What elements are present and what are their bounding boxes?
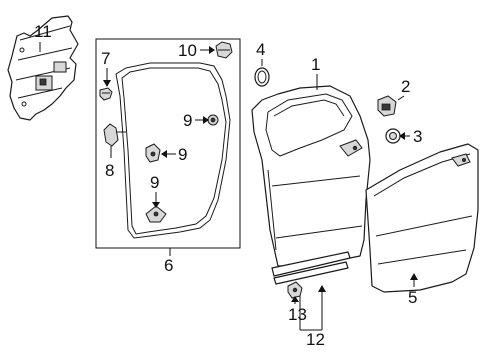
part-2-bracket	[377, 95, 397, 117]
part-5-outer-skin	[365, 143, 479, 293]
leader-2	[397, 95, 405, 101]
callout-7: 7	[101, 49, 110, 68]
group-frame-6	[95, 38, 241, 249]
callout-11: 11	[34, 22, 52, 41]
callout-2: 2	[401, 77, 410, 96]
callout-3: 3	[413, 127, 422, 146]
part-8-grommet	[103, 123, 126, 147]
part-9-clip-c	[145, 205, 167, 223]
callout-9a: 9	[183, 111, 192, 130]
part-9-clip-b	[145, 143, 161, 163]
callout-10: 10	[178, 41, 197, 60]
part-1-door-assembly	[251, 85, 371, 267]
callout-6: 6	[164, 256, 173, 275]
callout-4: 4	[256, 40, 265, 59]
callout-12: 12	[306, 330, 325, 349]
part-4-seal	[254, 67, 270, 87]
part-7-clip	[99, 87, 113, 101]
part-11-inner-panel	[7, 15, 79, 121]
part-3-grommet	[385, 128, 401, 144]
leader-12	[299, 290, 323, 331]
callout-13: 13	[288, 305, 307, 324]
callout-1: 1	[311, 55, 320, 74]
callout-9b: 9	[178, 145, 187, 164]
part-12-molding	[271, 251, 351, 285]
callout-5: 5	[408, 288, 417, 307]
callout-9c: 9	[150, 173, 159, 192]
part-10-cap	[215, 41, 233, 59]
part-13-clip	[287, 281, 303, 299]
callout-8: 8	[105, 161, 114, 180]
part-9-clip-a	[207, 114, 219, 126]
part-6-weatherstrip	[115, 62, 231, 239]
